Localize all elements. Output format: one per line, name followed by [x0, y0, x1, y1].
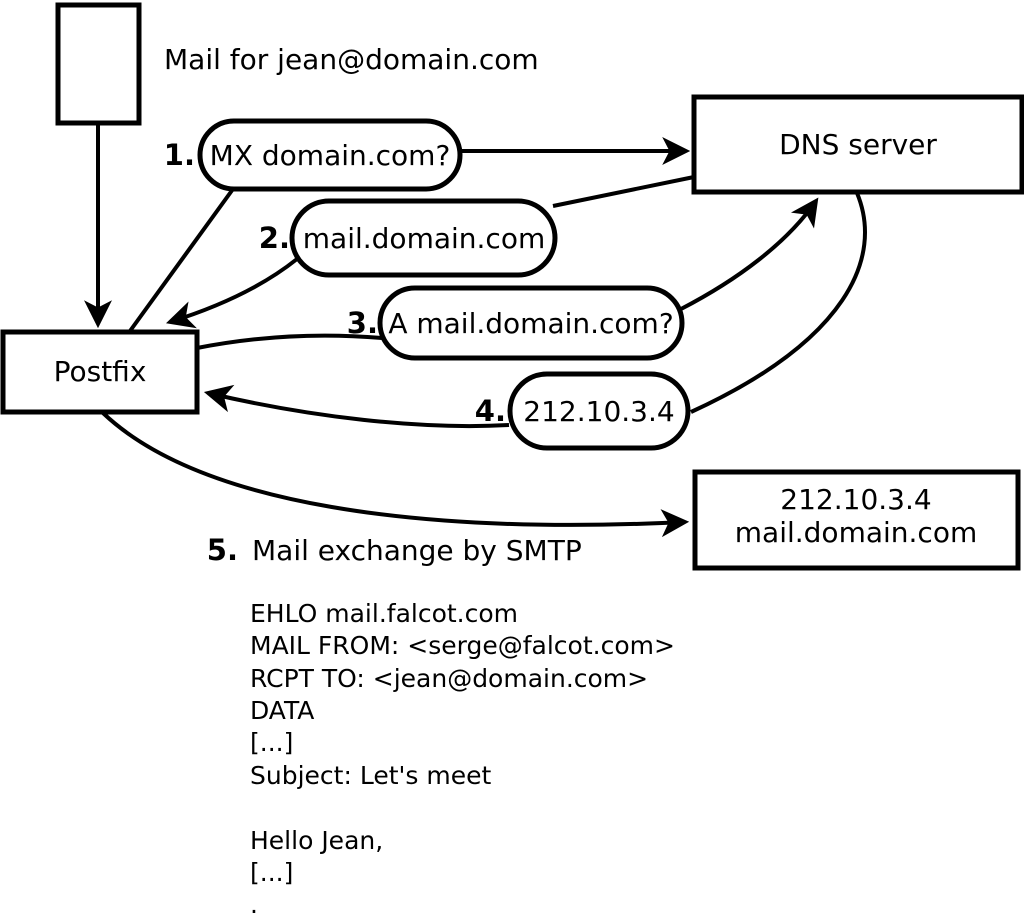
step-2-number: 2. [259, 221, 290, 255]
step-4-number: 4. [475, 394, 506, 428]
step-3-label: A mail.domain.com? [388, 307, 673, 340]
destination-server-box [692, 469, 1021, 571]
step-4-label: 212.10.3.4 [523, 395, 674, 428]
smtp-line-data: DATA [250, 696, 314, 725]
line-postfix-to-pill3 [196, 333, 383, 350]
smtp-line-rcpt-to: RCPT TO: <jean@domain.com> [250, 664, 648, 693]
step-1-number: 1. [164, 138, 195, 172]
step-5-label: Mail exchange by SMTP [252, 534, 582, 567]
destination-host-label: mail.domain.com [735, 516, 977, 549]
line-postfix-to-pill1 [128, 187, 235, 333]
pill-1-mx-query [197, 118, 463, 192]
destination-ip-label: 212.10.3.4 [780, 483, 931, 516]
dns-server-box [691, 94, 1024, 195]
pill-2-mx-answer [289, 198, 558, 278]
smtp-line-ellipsis-2: [...] [250, 858, 293, 887]
step-5-number: 5. [207, 533, 238, 567]
step-2-label: mail.domain.com [303, 222, 545, 255]
pill-4-a-answer [507, 371, 691, 451]
arrow-pill2-to-postfix [165, 257, 299, 329]
step-1-label: MX domain.com? [210, 139, 451, 172]
smtp-line-subject: Subject: Let's meet [250, 761, 491, 790]
smtp-transcript: EHLO mail.falcot.com MAIL FROM: <serge@f… [250, 599, 675, 919]
mail-note: Mail for jean@domain.com [164, 43, 539, 76]
postfix-box [0, 329, 200, 415]
postfix-label: Postfix [54, 355, 147, 388]
mail-envelope-shape [55, 2, 142, 126]
arrow-postfix-to-destination [101, 411, 690, 538]
smtp-line-ellipsis-1: [...] [250, 728, 293, 757]
arrow-pill4-to-postfix [203, 384, 510, 429]
pill-3-a-query [377, 285, 685, 361]
curve-dns-to-pill4 [690, 192, 867, 414]
step-3-number: 3. [347, 306, 378, 340]
line-dns-to-pill2 [552, 175, 695, 208]
smtp-line-ehlo: EHLO mail.falcot.com [250, 599, 518, 628]
arrow-pill3-to-dns [680, 197, 819, 311]
smtp-line-terminator-dot: . [250, 890, 258, 919]
smtp-line-hello: Hello Jean, [250, 826, 383, 855]
smtp-line-mail-from: MAIL FROM: <serge@falcot.com> [250, 631, 675, 660]
dns-server-label: DNS server [779, 128, 937, 161]
